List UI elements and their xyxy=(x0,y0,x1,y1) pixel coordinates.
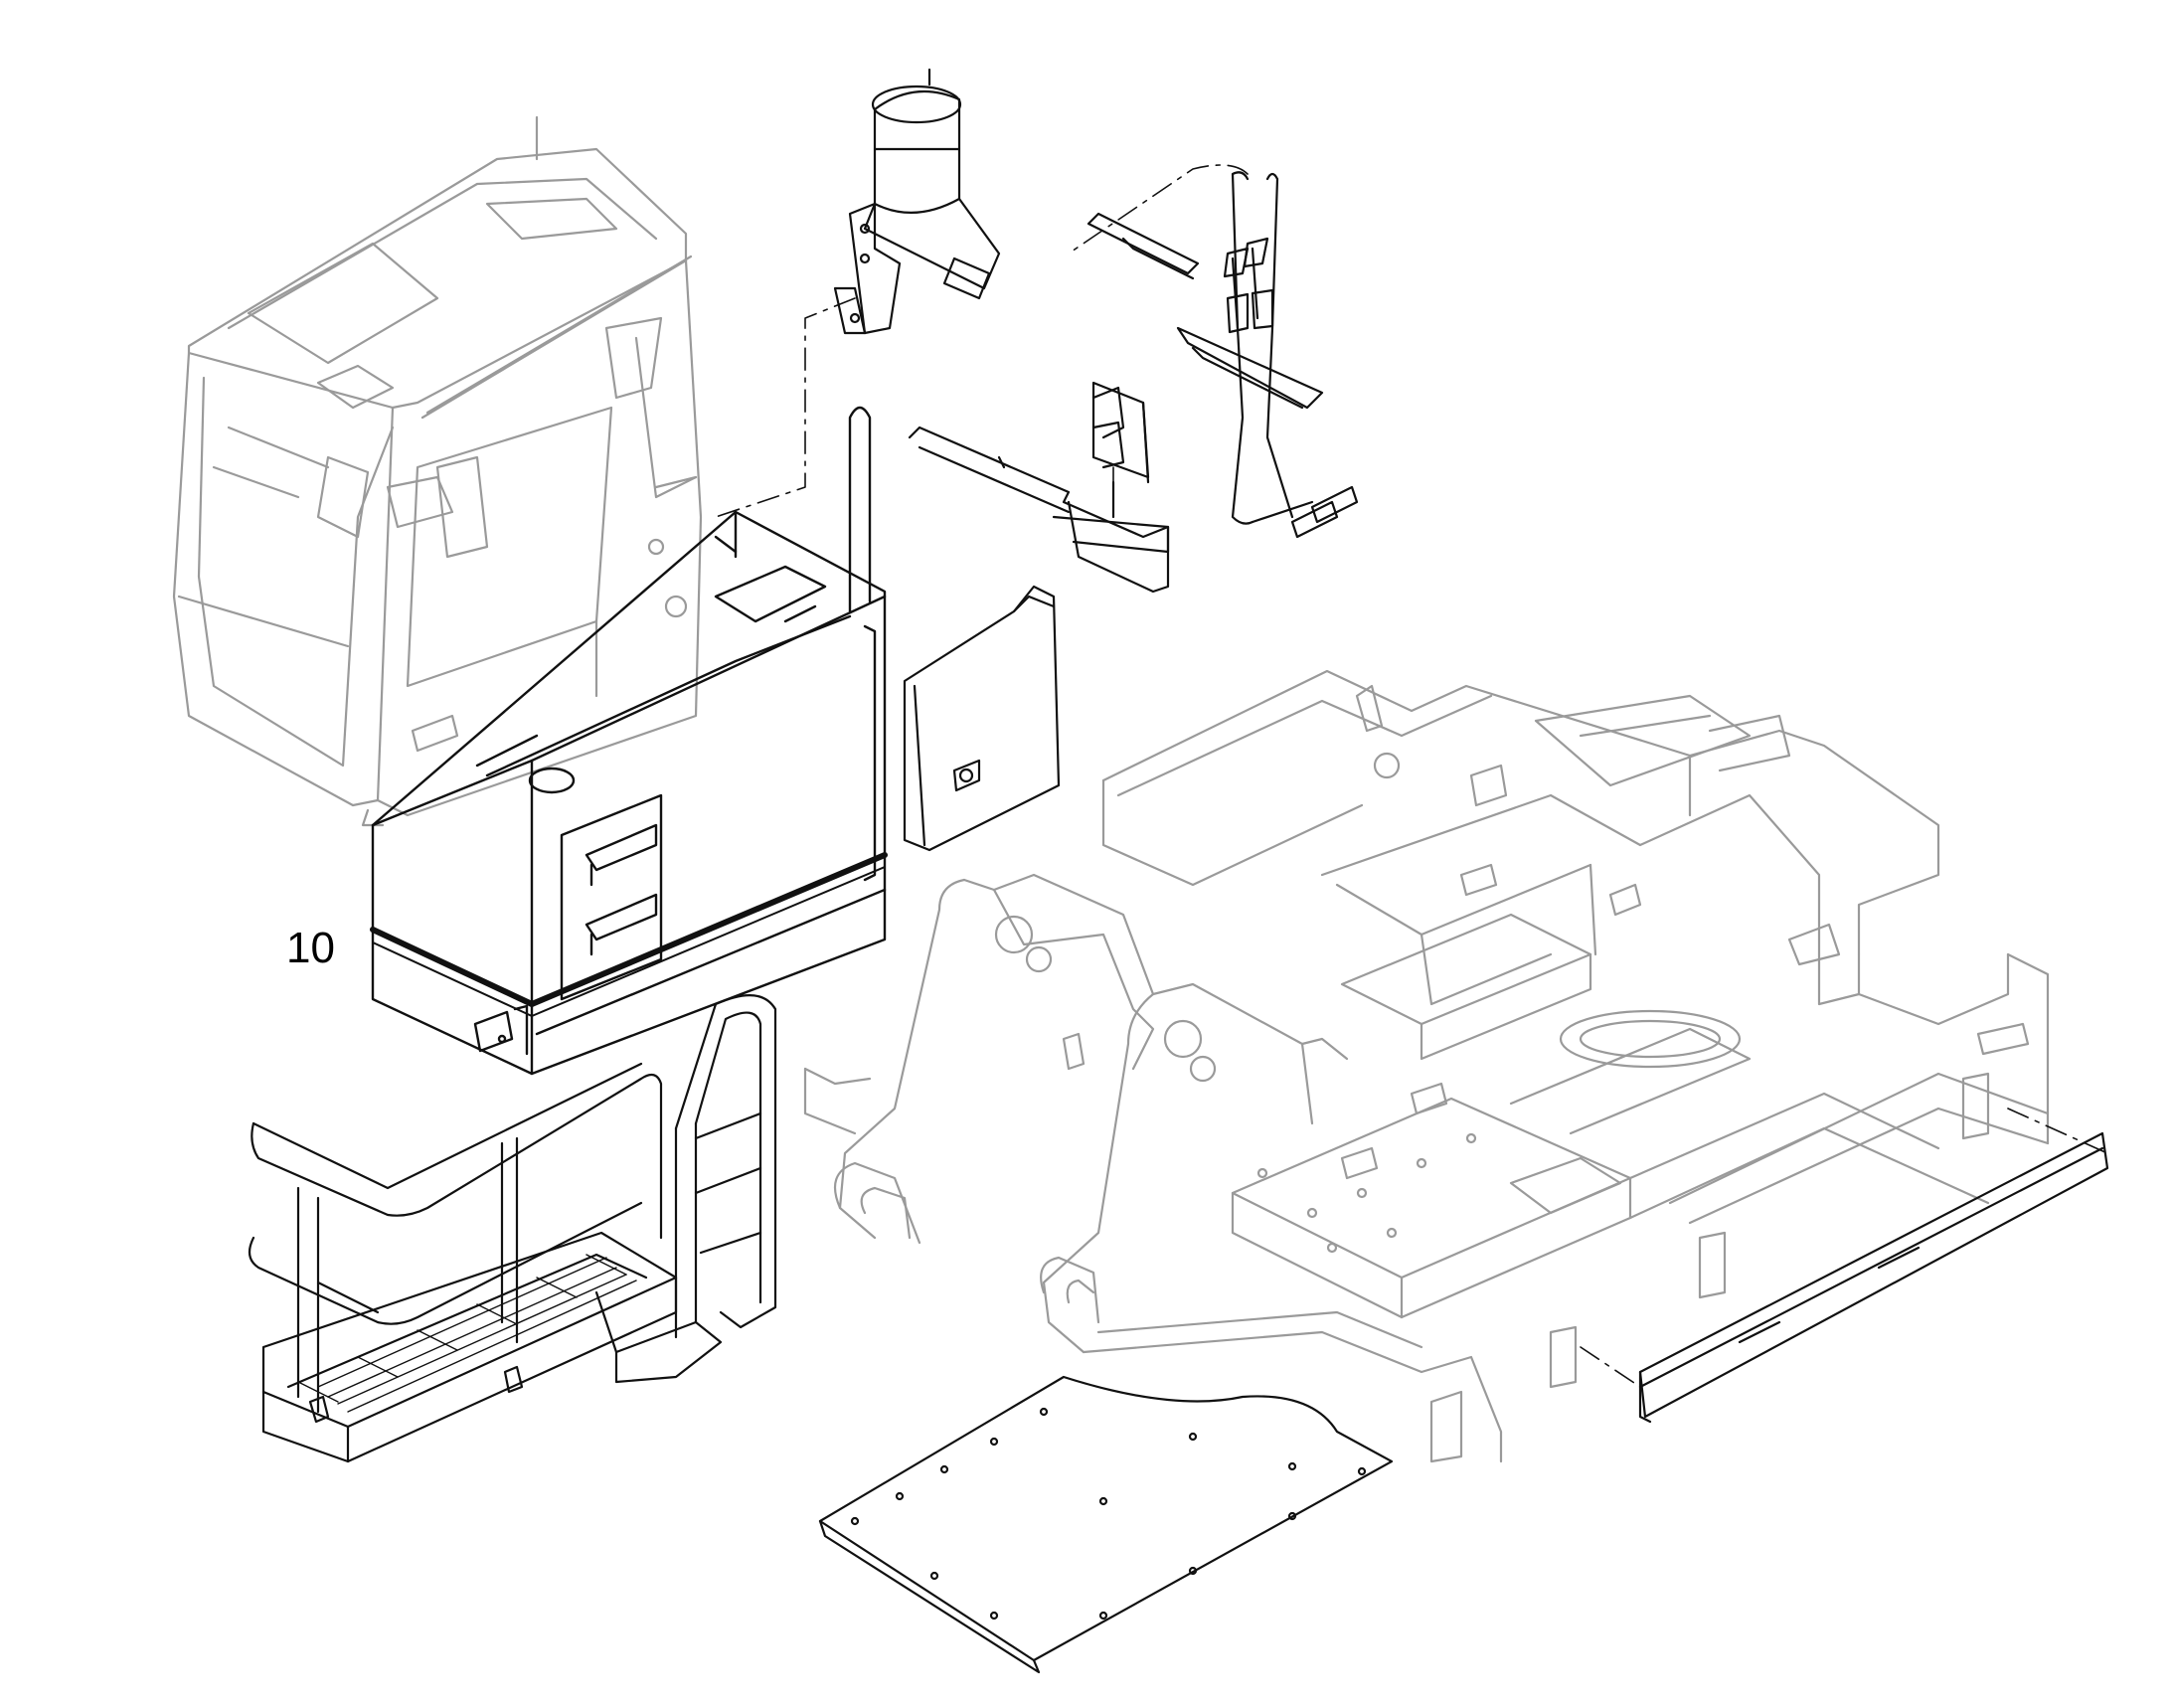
assembly-center-lines xyxy=(716,165,2107,1387)
main-frame-ghost xyxy=(805,671,2048,1461)
side-cover-panel xyxy=(905,587,1059,850)
cab-base-module xyxy=(373,408,885,1074)
floor-grating xyxy=(298,1255,636,1412)
mounting-brackets xyxy=(910,383,1168,592)
operator-cab-ghost xyxy=(174,117,701,825)
callout-label-10: 10 xyxy=(286,924,335,972)
grease-pump-unit xyxy=(835,70,999,333)
lube-hoses-and-fittings xyxy=(1088,172,1357,537)
floor-cover-plate xyxy=(820,1377,1392,1672)
side-skirt-cover xyxy=(1640,1133,2107,1422)
walkway-platform xyxy=(250,995,775,1461)
